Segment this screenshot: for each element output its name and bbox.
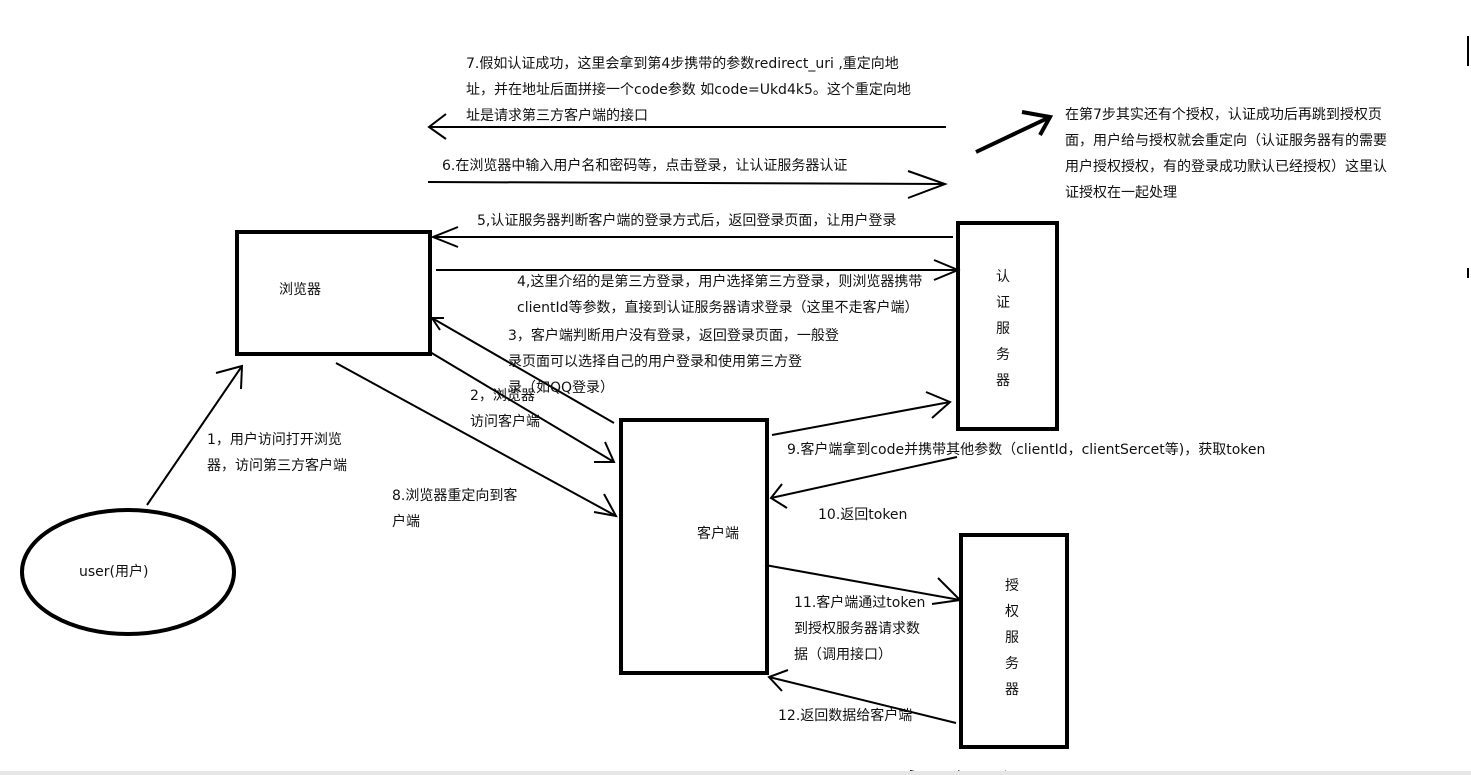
client-label: 客户端: [697, 526, 739, 542]
arrow-step-3: [430, 317, 615, 424]
browser-label: 浏览器: [279, 282, 321, 298]
arrow-step-9: [771, 391, 952, 436]
arrow-note: [975, 110, 1054, 154]
auth-note-label: 在第7步其实还有个授权，认证成功后再跳到授权页 面，用户给与授权就会重定向（认证…: [1065, 107, 1387, 201]
step-10-label: 10.返回token: [818, 507, 908, 523]
step-3-label: 3，客户端判断用户没有登录，返回登录页面，一般登 录页面可以选择自己的用户登录和…: [508, 328, 839, 396]
step-6-label: 6.在浏览器中输入用户名和密码等，点击登录，让认证服务器认证: [442, 158, 848, 174]
arrow-step-8: [335, 362, 618, 518]
user-label: user(用户): [79, 564, 149, 580]
auth-server-box: [956, 221, 1059, 431]
arrow-step-2: [429, 351, 616, 463]
arrow-step-7: [427, 113, 946, 140]
step-12-label: 12.返回数据给客户端: [778, 708, 913, 724]
step-2-label: 2，浏览器 访问客户端: [470, 388, 540, 430]
arrow-step-5: [430, 226, 953, 248]
arrow-step-10: [769, 456, 958, 509]
client-box: [619, 418, 769, 675]
step-7-label: 7.假如认证成功，这里会拿到第4步携带的参数redirect_uri ,重定向地…: [466, 56, 911, 124]
resource-server-box: [959, 533, 1069, 749]
arrow-step-1: [146, 364, 244, 506]
browser-box: [235, 230, 432, 356]
step-8-label: 8.浏览器重定向到客 户端: [392, 488, 518, 530]
step-4-label: 4,这里介绍的是第三方登录，用户选择第三方登录，则浏览器携带 clientId等…: [517, 274, 923, 316]
user-ellipse: [20, 508, 236, 636]
arrow-step-6: [427, 170, 948, 199]
arrow-step-4: [436, 259, 961, 281]
step-1-label: 1，用户访问打开浏览 器，访问第三方客户端: [207, 432, 347, 474]
resource-server-label: 授 权 服 务 器: [1005, 578, 1019, 698]
auth-server-label: 认 证 服 务 器: [996, 269, 1010, 389]
arrow-step-12: [767, 669, 957, 724]
step-5-label: 5,认证服务器判断客户端的登录方式后，返回登录页面，让用户登录: [477, 213, 897, 229]
step-9-label: 9.客户端拿到code并携带其他参数（clientId，clientSercet…: [787, 442, 1266, 458]
step-11-label: 11.客户端通过token 到授权服务器请求数 据（调用接口）: [794, 595, 926, 663]
bottom-border: [0, 771, 1471, 775]
arrow-step-11: [764, 564, 963, 605]
